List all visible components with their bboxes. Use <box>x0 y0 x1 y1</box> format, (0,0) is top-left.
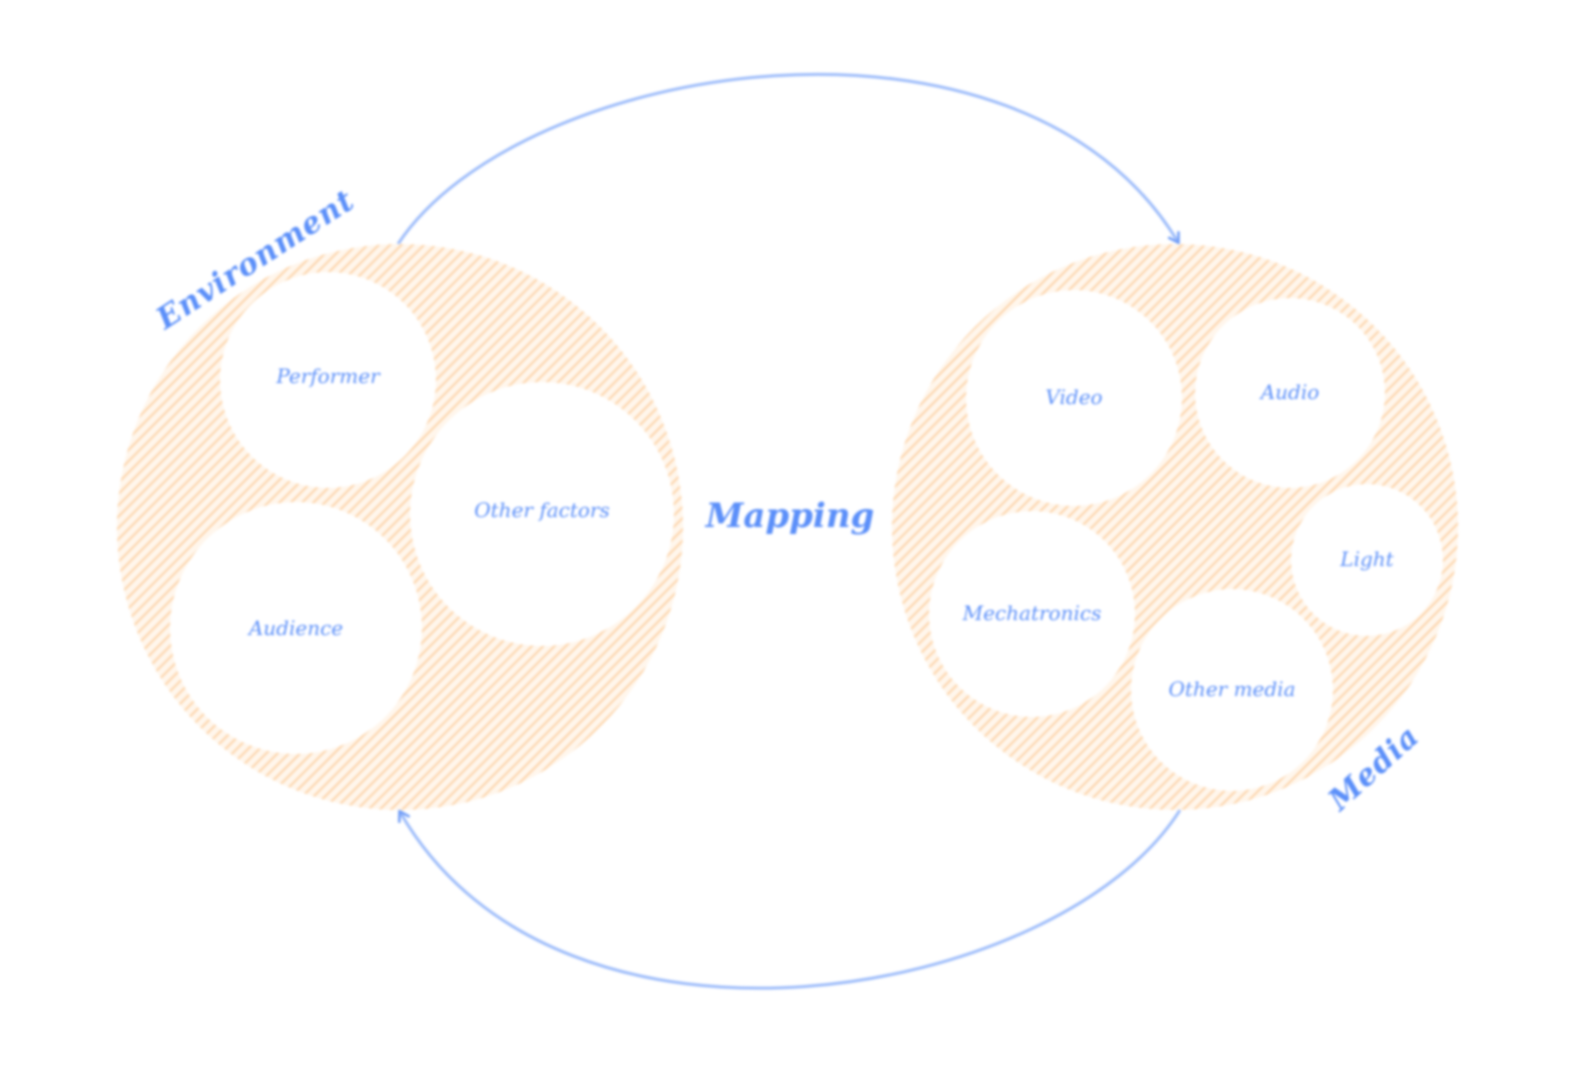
audio-label: Audio <box>1259 380 1320 404</box>
arrow-media-to-environment <box>400 810 1182 990</box>
audience-circle <box>170 502 422 754</box>
mechatronics-circle <box>929 511 1135 717</box>
other-factors-circle <box>410 382 674 646</box>
mapping-label: Mapping <box>705 496 875 536</box>
arrow-environment-to-media <box>396 72 1178 244</box>
media-group: Video Audio Light Mechatronics Other med… <box>892 244 1458 819</box>
audio-circle <box>1195 298 1385 488</box>
other-media-label: Other media <box>1169 677 1296 701</box>
video-label: Video <box>1045 385 1102 409</box>
other-media-circle <box>1131 589 1333 791</box>
other-factors-label: Other factors <box>474 498 610 522</box>
audience-label: Audience <box>247 616 343 640</box>
performer-label: Performer <box>275 364 381 388</box>
light-circle <box>1291 484 1443 636</box>
light-label: Light <box>1339 547 1394 571</box>
environment-group: Performer Other factors Audience Environ… <box>117 183 683 810</box>
performer-circle <box>220 272 436 488</box>
video-circle <box>966 290 1182 506</box>
mechatronics-label: Mechatronics <box>962 601 1102 625</box>
